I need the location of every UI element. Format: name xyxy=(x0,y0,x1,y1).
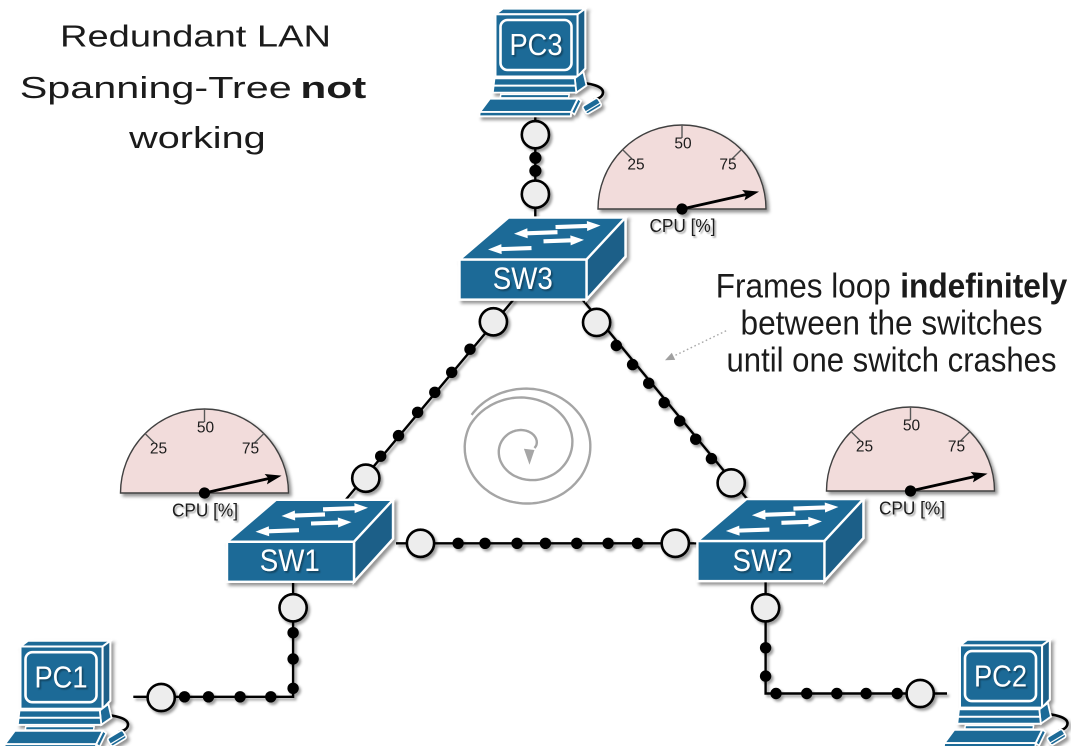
svg-text:CPU [%]: CPU [%] xyxy=(879,498,945,519)
svg-text:SW3: SW3 xyxy=(493,260,553,296)
svg-text:SW1: SW1 xyxy=(260,542,320,578)
svg-text:between the switches: between the switches xyxy=(741,305,1043,343)
svg-text:Spanning-Tree not: Spanning-Tree not xyxy=(20,70,367,105)
svg-text:SW2: SW2 xyxy=(733,542,793,578)
svg-text:CPU [%]: CPU [%] xyxy=(172,500,238,521)
svg-text:until one switch crashes: until one switch crashes xyxy=(727,342,1057,380)
svg-text:CPU [%]: CPU [%] xyxy=(650,215,716,236)
svg-text:PC3: PC3 xyxy=(510,27,563,62)
svg-text:PC2: PC2 xyxy=(974,658,1027,693)
svg-text:working: working xyxy=(128,120,266,155)
svg-text:PC1: PC1 xyxy=(35,659,88,694)
svg-text:Redundant LAN: Redundant LAN xyxy=(60,18,331,53)
svg-text:Frames loop indefinitely: Frames loop indefinitely xyxy=(716,268,1068,306)
